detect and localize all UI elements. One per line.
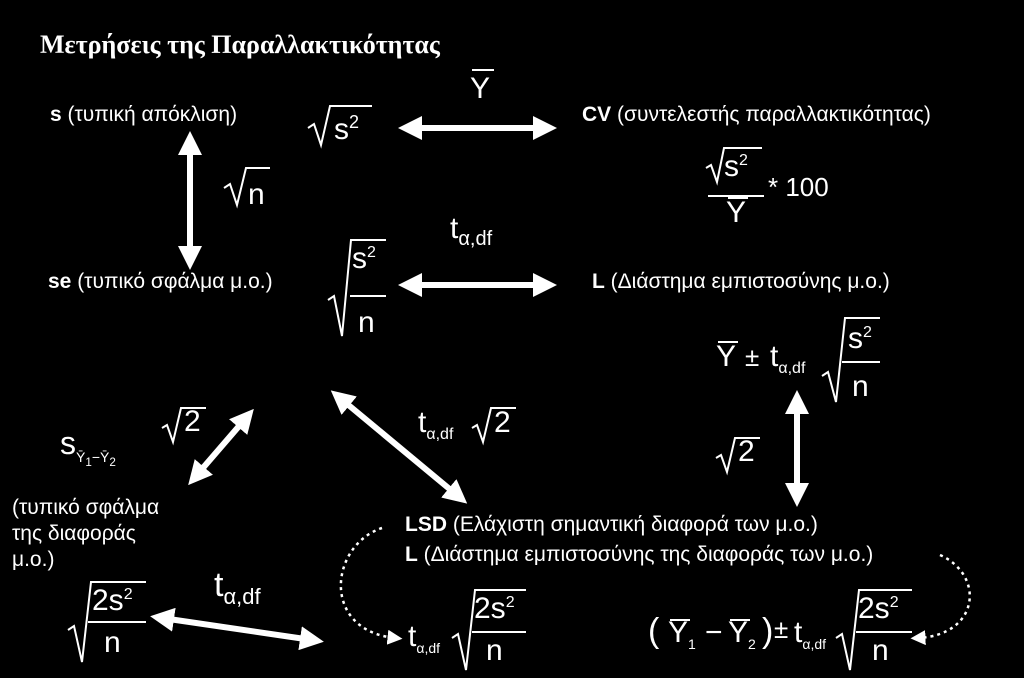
node-l-mean: L (Διάστημα εμπιστοσύνης μ.ο.) bbox=[592, 270, 890, 294]
radical-cv bbox=[705, 147, 762, 186]
radical-sdiff bbox=[67, 581, 146, 663]
formula-l-diff-pm: ± bbox=[774, 614, 789, 644]
formula-s-sqrt-s2: s2 bbox=[334, 112, 360, 146]
formula-l-diff-lparen: ( bbox=[648, 612, 660, 650]
formula-se-num: s2 bbox=[352, 242, 376, 275]
page-title: Μετρήσεις της Παραλλακτικότητας bbox=[40, 30, 440, 59]
radical-l-mean bbox=[821, 317, 880, 403]
formula-cv-num: s2 bbox=[724, 150, 748, 183]
formula-l-mean-den: n bbox=[852, 370, 869, 403]
arrow-label-s-cv: Y bbox=[470, 72, 491, 105]
radical-n bbox=[223, 167, 270, 209]
node-s: s (τυπική απόκλιση) bbox=[50, 103, 237, 127]
formula-l-diff-y2: Y2 bbox=[728, 616, 756, 652]
formula-l-diff-minus: − bbox=[705, 616, 723, 649]
formula-lsd-den: n bbox=[486, 634, 503, 667]
node-l-diff-abbr: L bbox=[405, 543, 418, 566]
node-sdiff-line-3: μ.ο.) bbox=[12, 548, 55, 571]
node-sdiff-line-1: (τυπικό σφάλμα bbox=[12, 496, 160, 519]
arrow-sdiff-se bbox=[188, 408, 254, 486]
node-l-mean-abbr: L bbox=[592, 270, 605, 293]
formula-l-diff-rparen: ) bbox=[762, 612, 774, 650]
node-cv: CV (συντελεστής παραλλακτικότητας) bbox=[582, 103, 931, 127]
node-lsd-desc: (Ελάχιστη σημαντική διαφορά των μ.ο.) bbox=[447, 513, 818, 536]
formula-cv-den: Y bbox=[726, 196, 747, 229]
symbol-s-diff: sȲ1−Ȳ2 bbox=[60, 425, 116, 469]
radical-se bbox=[327, 239, 386, 337]
formula-l-mean-pm: ± bbox=[745, 342, 760, 372]
arrow-bottom bbox=[150, 607, 324, 651]
node-lsd: LSD (Ελάχιστη σημαντική διαφορά των μ.ο.… bbox=[405, 513, 818, 537]
node-l-mean-desc: (Διάστημα εμπιστοσύνης μ.ο.) bbox=[604, 270, 890, 293]
radical-s2-top bbox=[307, 105, 372, 149]
formula-lsd-num: 2s2 bbox=[474, 592, 515, 625]
node-l-diff-desc: (Διάστημα εμπιστοσύνης της διαφοράς των … bbox=[417, 543, 874, 566]
dotted-arrow-left bbox=[339, 526, 403, 645]
node-sdiff-line-2: της διαφοράς bbox=[12, 522, 136, 545]
formula-lsd-t: tα,df bbox=[408, 620, 441, 656]
node-se-desc: (τυπικό σφάλμα μ.ο.) bbox=[71, 270, 273, 293]
radical-lsd bbox=[451, 589, 526, 671]
formula-l-mean-num: s2 bbox=[848, 322, 872, 355]
formula-sdiff-num: 2s2 bbox=[92, 584, 133, 617]
arrow-label-l-lsd: 2 bbox=[738, 435, 755, 468]
formula-l-diff-den: n bbox=[872, 634, 889, 667]
formula-cv-times: * 100 bbox=[768, 172, 829, 202]
formula-l-diff-num: 2s2 bbox=[858, 592, 899, 625]
arrow-label-bottom: tα,df bbox=[214, 566, 261, 609]
formula-l-diff-t: tα,df bbox=[794, 616, 827, 652]
formula-se-den: n bbox=[358, 306, 375, 339]
node-sdiff-desc: (τυπικό σφάλμα της διαφοράς μ.ο.) bbox=[12, 495, 159, 573]
dotted-arrow-right bbox=[910, 553, 972, 646]
arrow-label-se-l: tα,df bbox=[450, 212, 493, 250]
radical-l-diff bbox=[835, 589, 912, 671]
arrow-se-lsd bbox=[330, 390, 468, 504]
node-se-abbr: se bbox=[48, 270, 72, 293]
node-se: se (τυπικό σφάλμα μ.ο.) bbox=[48, 270, 273, 294]
radical-l-lsd-2 bbox=[715, 437, 760, 476]
arrow-label-se-lsd-root: 2 bbox=[494, 406, 511, 439]
formula-l-diff-y1: Y1 bbox=[668, 616, 696, 652]
node-s-desc: (τυπική απόκλιση) bbox=[61, 103, 238, 126]
formula-sdiff-den: n bbox=[104, 626, 121, 659]
node-lsd-abbr: LSD bbox=[405, 513, 447, 536]
arrow-label-s-se: n bbox=[248, 178, 265, 211]
node-cv-desc: (συντελεστής παραλλακτικότητας) bbox=[611, 103, 931, 126]
node-cv-abbr: CV bbox=[582, 103, 612, 126]
radical-sdiff-se-2 bbox=[161, 407, 206, 446]
formula-l-mean-t: tα,df bbox=[770, 340, 806, 377]
radical-se-lsd-2 bbox=[471, 407, 516, 446]
node-l-diff: L (Διάστημα εμπιστοσύνης της διαφοράς τω… bbox=[405, 543, 873, 567]
formula-l-mean-y: Y bbox=[716, 340, 737, 373]
node-s-abbr: s bbox=[50, 103, 62, 126]
